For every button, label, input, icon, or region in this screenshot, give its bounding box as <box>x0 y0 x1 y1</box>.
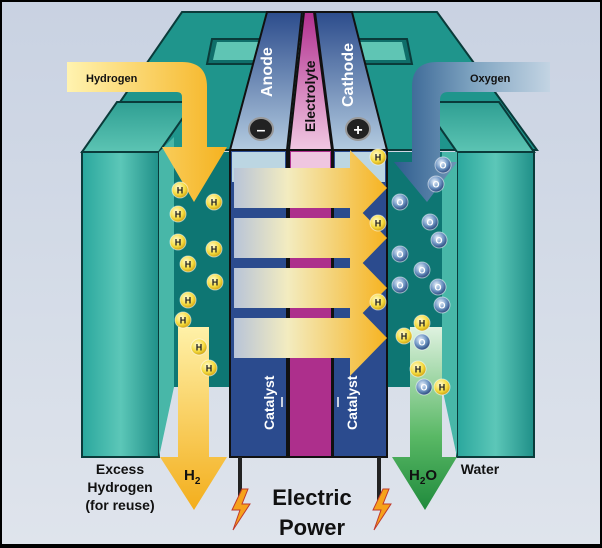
lightning-icon <box>231 488 251 531</box>
positive-terminal-icon: + <box>345 117 371 141</box>
hydrogen-atom-symbol: H <box>177 186 184 196</box>
hydrogen-atom-symbol: H <box>375 298 382 308</box>
hydrogen-atom-symbol: H <box>175 210 182 220</box>
h2-label: H2 <box>184 467 201 487</box>
hydrogen-atom <box>369 293 387 311</box>
hydrogen-atom <box>205 193 223 211</box>
left-gas-plate <box>80 101 231 458</box>
hydrogen-atom <box>205 240 223 258</box>
oxygen-atom-symbol: O <box>396 198 403 208</box>
oxygen-atom-symbol: O <box>432 180 439 190</box>
anode-label: Anode <box>259 47 276 97</box>
hydrogen-atom <box>171 181 189 199</box>
hydrogen-atom-symbol: H <box>180 316 187 326</box>
hydrogen-atom <box>369 214 387 232</box>
svg-text:+: + <box>353 122 362 139</box>
electrolyte-label: Electrolyte <box>302 60 318 132</box>
proton-flow-arrows <box>234 150 387 376</box>
hydrogen-atom <box>169 233 187 251</box>
hydrogen-atom-symbol: H <box>206 364 213 374</box>
proton-arrow <box>234 300 387 376</box>
hydrogen-atom-symbol: H <box>211 198 218 208</box>
hydrogen-atom-symbol: H <box>175 238 182 248</box>
hydrogen-atom <box>190 338 208 356</box>
oxygen-atom-symbol: O <box>420 383 427 393</box>
oxygen-atom-symbol: O <box>396 281 403 291</box>
proton-arrow <box>234 250 387 326</box>
oxygen-atom-symbol: O <box>426 218 433 228</box>
oxygen-atom <box>413 333 431 351</box>
hydrogen-atom <box>179 255 197 273</box>
oxygen-atom <box>421 213 439 231</box>
hydrogen-atom <box>206 273 224 291</box>
water-outlet-arrow: H2O <box>392 327 457 510</box>
oxygen-atom-symbol: O <box>418 266 425 276</box>
oxygen-atom-symbol: O <box>396 250 403 260</box>
oxygen-atom-symbol: O <box>438 301 445 311</box>
circuit-wires <box>231 457 392 531</box>
hydrogen-atom-symbol: H <box>419 319 426 329</box>
hydrogen-atom-symbol: H <box>439 383 446 393</box>
oxygen-atom <box>434 156 452 174</box>
excess-hydrogen-arrow: H2 <box>160 327 227 510</box>
water-label: Water <box>461 461 500 477</box>
hydrogen-atom-symbol: H <box>211 245 218 255</box>
oxygen-atom <box>391 276 409 294</box>
hydrogen-atom <box>413 314 431 332</box>
oxygen-atom-symbol: O <box>418 338 425 348</box>
excess-hydrogen-label-3: (for reuse) <box>85 497 154 513</box>
oxygen-atom <box>433 296 451 314</box>
hydrogen-atom-symbol: H <box>185 296 192 306</box>
hydrogen-atom <box>174 311 192 329</box>
catalyst-left-label: Catalyst <box>261 375 277 430</box>
hydrogen-atom-symbol: H <box>212 278 219 288</box>
hydrogen-atom-symbol: H <box>401 332 408 342</box>
lightning-icon <box>372 488 392 531</box>
hydrogen-label: Hydrogen <box>86 73 138 85</box>
hydrogen-atom-symbol: H <box>375 219 382 229</box>
hydrogen-atom-symbol: H <box>375 153 382 163</box>
hydrogen-inlet-arrow: Hydrogen <box>67 62 227 202</box>
oxygen-inlet-arrow: Oxygen <box>394 62 550 202</box>
cathode-label: Cathode <box>340 43 357 107</box>
hydrogen-atom <box>169 205 187 223</box>
excess-hydrogen-label-2: Hydrogen <box>87 479 152 495</box>
oxygen-atom-symbol: O <box>439 161 446 171</box>
electric-power-label-2: Power <box>279 515 345 540</box>
hydrogen-atom <box>395 327 413 345</box>
oxygen-atom <box>415 378 433 396</box>
oxygen-atom-symbol: O <box>435 236 442 246</box>
negative-terminal-icon: – <box>248 117 274 141</box>
oxygen-label: Oxygen <box>470 73 511 85</box>
hydrogen-atom-symbol: H <box>185 260 192 270</box>
hydrogen-atom-symbol: H <box>415 365 422 375</box>
hydrogen-atom <box>369 148 387 166</box>
oxygen-atom <box>413 261 431 279</box>
oxygen-atom-symbol: O <box>434 283 441 293</box>
oxygen-atom <box>430 231 448 249</box>
hydrogen-atom <box>433 378 451 396</box>
proton-arrow <box>234 150 387 226</box>
hydrogen-atom-symbol: H <box>196 343 203 353</box>
right-gas-plate <box>387 101 536 458</box>
excess-hydrogen-label-1: Excess <box>96 461 144 477</box>
oxygen-atom <box>391 193 409 211</box>
oxygen-atom <box>429 278 447 296</box>
electric-power-label-1: Electric <box>272 485 352 510</box>
hydrogen-atom <box>179 291 197 309</box>
h2o-label: H2O <box>409 467 437 487</box>
catalyst-right-label: Catalyst <box>344 375 360 430</box>
hydrogen-atom <box>409 360 427 378</box>
hydrogen-atom <box>200 359 218 377</box>
oxygen-atom <box>427 175 445 193</box>
oxygen-atom <box>391 245 409 263</box>
svg-text:–: – <box>257 122 266 139</box>
proton-arrow <box>234 200 387 276</box>
